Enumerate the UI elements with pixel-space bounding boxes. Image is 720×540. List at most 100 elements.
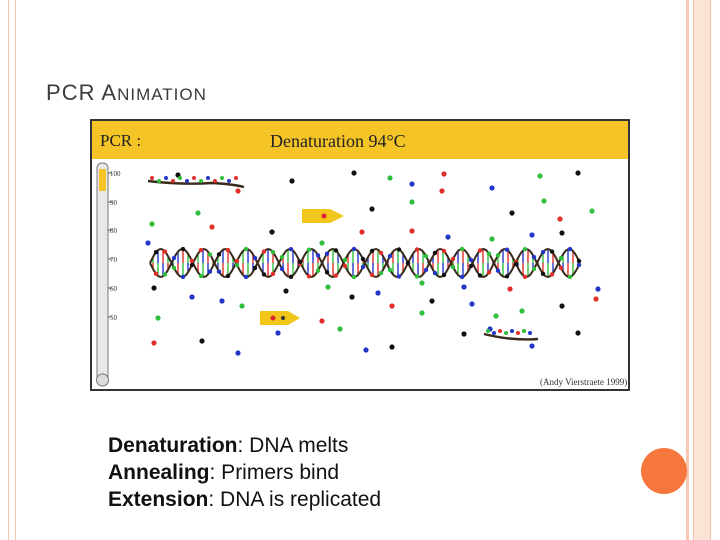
backbone-nucleotide [216, 269, 222, 274]
title-part-a: CR [61, 80, 102, 105]
backbone-nucleotide [225, 273, 231, 279]
backbone-nucleotide [387, 253, 393, 259]
free-nucleotide [349, 294, 355, 300]
backbone-nucleotide [180, 274, 186, 280]
free-nucleotide [235, 350, 241, 356]
backbone-nucleotide [513, 261, 519, 267]
backbone-nucleotide [360, 264, 366, 270]
backbone-nucleotide [432, 270, 438, 276]
slide-title: PCR ANIMATION [46, 80, 207, 106]
backbone-nucleotide [468, 263, 474, 269]
backbone-nucleotide [495, 253, 501, 258]
strand-nucleotide [516, 331, 520, 335]
backbone-nucleotide [342, 257, 348, 263]
backbone-nucleotide [549, 272, 555, 277]
strand-nucleotide [234, 176, 238, 180]
bullet-annealing: Annealing: Primers bind [108, 459, 381, 486]
free-nucleotide [409, 199, 415, 205]
backbone-nucleotide [423, 267, 429, 273]
backbone-nucleotide [405, 260, 411, 266]
free-nucleotide [275, 330, 281, 336]
backbone-nucleotide [342, 263, 348, 269]
strand-nucleotide [522, 329, 526, 333]
backbone-nucleotide [360, 256, 366, 262]
strand-nucleotide [504, 331, 508, 335]
bullet-list: Denaturation: DNA melts Annealing: Prime… [108, 432, 381, 513]
backbone-nucleotide [414, 274, 420, 279]
strand-nucleotide [510, 329, 514, 333]
backbone-nucleotide [558, 265, 564, 271]
backbone-nucleotide [234, 262, 240, 268]
backbone-nucleotide [477, 248, 483, 253]
backbone-nucleotide [495, 268, 501, 273]
free-nucleotide [289, 178, 295, 184]
backbone-nucleotide [396, 247, 402, 252]
free-nucleotide [419, 310, 425, 316]
free-nucleotide [589, 208, 595, 214]
bullet-term: Denaturation [108, 434, 238, 457]
backbone-nucleotide [441, 248, 447, 254]
title-part-b: NIMATION [117, 85, 207, 104]
backbone-nucleotide [288, 247, 294, 252]
free-nucleotide [439, 188, 445, 194]
free-nucleotide [575, 170, 581, 176]
header-left-label: PCR : [100, 131, 141, 150]
backbone-nucleotide [540, 271, 546, 276]
free-nucleotide [155, 315, 161, 321]
free-nucleotide [375, 290, 381, 296]
free-nucleotide [325, 284, 331, 290]
free-nucleotide [409, 228, 415, 234]
thermometer-tick-label: 90 [110, 199, 118, 207]
free-nucleotide [209, 224, 215, 230]
backbone-nucleotide [522, 274, 528, 279]
right-frame-band [693, 0, 711, 540]
strand-nucleotide [185, 179, 189, 183]
primer-top [302, 209, 344, 223]
strand-nucleotide [498, 329, 502, 333]
free-nucleotides [145, 170, 601, 356]
backbone-nucleotide [270, 250, 276, 255]
free-nucleotide [389, 303, 395, 309]
decorative-circle [641, 448, 687, 494]
free-nucleotide [319, 240, 325, 246]
thermometer-tick-label: 50 [110, 314, 118, 322]
backbone-nucleotide [549, 249, 555, 254]
backbone-nucleotide [459, 246, 465, 252]
free-nucleotide [409, 181, 415, 187]
strand-nucleotide [213, 179, 217, 183]
backbone-nucleotide [576, 262, 582, 268]
backbone-nucleotide [423, 253, 429, 259]
backbone-nucleotide [369, 272, 375, 278]
backbone-nucleotide [351, 274, 357, 280]
free-nucleotide [507, 286, 513, 292]
backbone-nucleotide [207, 269, 213, 274]
free-nucleotide [559, 303, 565, 309]
strand-nucleotide [150, 176, 154, 180]
free-nucleotide [529, 343, 535, 349]
strand-nucleotide [199, 179, 203, 183]
dna-double-helix [149, 246, 582, 280]
backbone-nucleotide [261, 272, 267, 277]
free-nucleotide [461, 331, 467, 337]
bullet-text: : DNA melts [237, 434, 349, 457]
backbone-nucleotide [486, 251, 492, 256]
free-nucleotide [283, 288, 289, 294]
backbone-nucleotide [576, 258, 582, 264]
free-nucleotide [337, 326, 343, 332]
thermometer-tick-label: 60 [110, 285, 118, 293]
backbone-nucleotide [531, 254, 537, 260]
backbone-nucleotide [252, 255, 258, 261]
backbone-nucleotide [261, 249, 267, 254]
strand-nucleotide [178, 176, 182, 180]
bullet-denaturation: Denaturation: DNA melts [108, 432, 381, 459]
backbone-nucleotide [540, 250, 546, 255]
free-nucleotide [489, 185, 495, 191]
backbone-nucleotide [297, 259, 303, 265]
free-nucleotide [537, 173, 543, 179]
free-nucleotide [559, 230, 565, 236]
free-nucleotide [199, 338, 205, 344]
backbone-nucleotide [387, 267, 393, 273]
thermometer-tick-label: 70 [110, 256, 118, 264]
backbone-nucleotide [279, 254, 285, 260]
